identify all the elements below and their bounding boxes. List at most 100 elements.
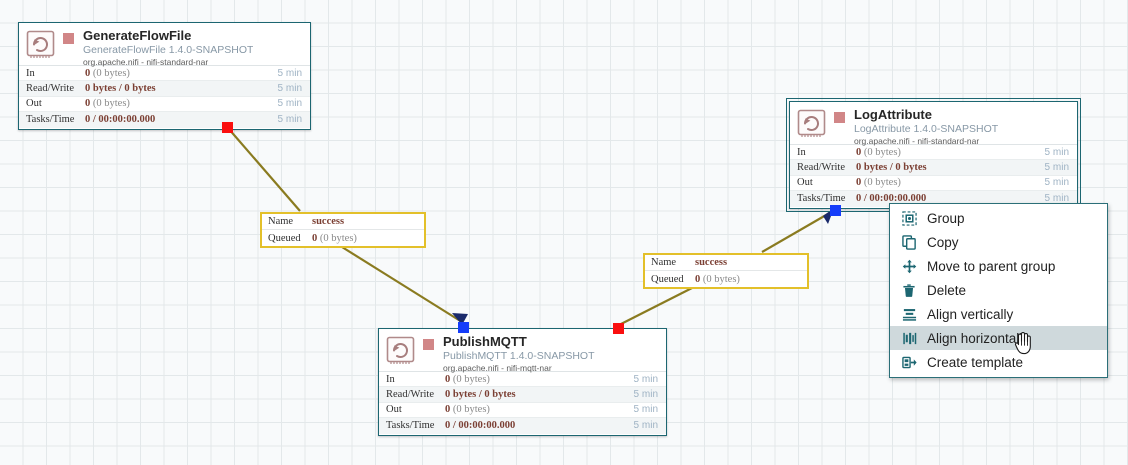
processor-publishmqtt[interactable]: PublishMQTT PublishMQTT 1.4.0-SNAPSHOT org… — [378, 328, 667, 436]
connection-queued-key: Queued — [268, 233, 312, 244]
menu-item-copy[interactable]: Copy — [890, 230, 1107, 254]
connection-queued-key: Queued — [651, 274, 695, 285]
stat-value: 0 bytes / 0 bytes — [85, 83, 264, 94]
ep-src-publishmqtt[interactable] — [613, 323, 624, 334]
stat-time-range: 5 min — [264, 98, 310, 109]
menu-item-label: Create template — [927, 355, 1023, 370]
processor-stat-row: Tasks/Time0 / 00:00:00.0005 min — [379, 418, 666, 433]
stat-label: In — [19, 68, 85, 79]
stat-value: 0 (0 bytes) — [856, 177, 1031, 188]
stat-value: 0 (0 bytes) — [85, 98, 264, 109]
connection-label-conn-2[interactable]: NamesuccessQueued0 (0 bytes) — [643, 253, 809, 289]
stat-time-range: 5 min — [1031, 177, 1077, 188]
processor-logattribute[interactable]: LogAttributeLogAttribute 1.4.0-SNAPSHOT o… — [789, 101, 1078, 209]
processor-bundle: org.apache.nifi - nifi-standard-nar — [854, 137, 998, 146]
processor-name: GenerateFlowFile — [83, 29, 253, 43]
processor-stat-row: In0 (0 bytes)5 min — [790, 145, 1077, 160]
menu-item-create-template[interactable]: Create template — [890, 350, 1107, 374]
align-vertical-icon — [900, 306, 918, 322]
processor-stat-row: Out0 (0 bytes)5 min — [790, 176, 1077, 191]
processor-bundle: org.apache.nifi - nifi-mqtt-nar — [443, 364, 595, 373]
processor-stat-row: In0 (0 bytes)5 min — [19, 66, 310, 81]
stat-label: Read/Write — [19, 83, 85, 94]
canvas-context-menu[interactable]: GroupCopyMove to parent groupDeleteAlign… — [889, 203, 1108, 378]
status-badge-stopped — [63, 33, 74, 44]
connection-queued-row: Queued0 (0 bytes) — [262, 230, 424, 246]
menu-item-label: Move to parent group — [927, 259, 1055, 274]
menu-item-label: Group — [927, 211, 965, 226]
stat-value: 0 (0 bytes) — [85, 68, 264, 79]
stat-label: Read/Write — [379, 389, 445, 400]
stat-time-range: 5 min — [264, 83, 310, 94]
stat-label: Read/Write — [790, 162, 856, 173]
processor-header: PublishMQTT PublishMQTT 1.4.0-SNAPSHOT org… — [379, 329, 666, 371]
processor-stat-row: In0 (0 bytes)5 min — [379, 372, 666, 387]
processor-name: PublishMQTT — [443, 335, 595, 349]
processor-type: LogAttribute 1.4.0-SNAPSHOT — [854, 124, 998, 135]
processor-stat-row: Read/Write0 bytes / 0 bytes5 min — [19, 81, 310, 96]
stat-label: In — [379, 374, 445, 385]
connection-name-value: success — [312, 216, 344, 227]
processor-stats: In0 (0 bytes)5 minRead/Write0 bytes / 0 … — [379, 371, 666, 434]
processor-name: LogAttribute — [854, 108, 998, 122]
stat-label: Tasks/Time — [19, 114, 85, 125]
stat-label: In — [790, 147, 856, 158]
connection-queued-value: 0 (0 bytes) — [695, 274, 740, 285]
group-icon — [900, 210, 918, 226]
stat-time-range: 5 min — [620, 374, 666, 385]
processor-stat-row: Out0 (0 bytes)5 min — [379, 403, 666, 418]
connection-queued-value: 0 (0 bytes) — [312, 233, 357, 244]
menu-item-group[interactable]: Group — [890, 206, 1107, 230]
menu-item-delete[interactable]: Delete — [890, 278, 1107, 302]
processor-header: GenerateFlowFileGenerateFlowFile 1.4.0-S… — [19, 23, 310, 65]
connection-label-conn-1[interactable]: NamesuccessQueued0 (0 bytes) — [260, 212, 426, 248]
stat-time-range: 5 min — [1031, 162, 1077, 173]
stat-value: 0 (0 bytes) — [445, 404, 620, 415]
align-horizontal-icon — [900, 330, 918, 346]
processor-generateflowfile[interactable]: GenerateFlowFileGenerateFlowFile 1.4.0-S… — [18, 22, 311, 130]
menu-item-label: Align vertically — [927, 307, 1013, 322]
status-badge-stopped — [834, 112, 845, 123]
move-arrows-icon — [900, 258, 918, 274]
connection-queued-row: Queued0 (0 bytes) — [645, 271, 807, 287]
stat-time-range: 5 min — [620, 420, 666, 431]
copy-icon — [900, 234, 918, 250]
stat-value: 0 / 00:00:00.000 — [85, 114, 264, 125]
processor-type: GenerateFlowFile 1.4.0-SNAPSHOT — [83, 45, 253, 56]
trash-icon — [900, 282, 918, 298]
ep-dst-publishmqtt[interactable] — [458, 322, 469, 333]
processor-cycle-icon — [26, 30, 55, 59]
processor-cycle-icon — [386, 336, 415, 365]
menu-item-label: Align horizontally — [927, 331, 1029, 346]
connection-name-value: success — [695, 257, 727, 268]
stat-time-range: 5 min — [1031, 147, 1077, 158]
connection-name-key: Name — [268, 216, 312, 227]
connection-name-row: Namesuccess — [262, 214, 424, 230]
stat-time-range: 5 min — [620, 404, 666, 415]
stat-time-range: 5 min — [264, 114, 310, 125]
menu-item-move-parent[interactable]: Move to parent group — [890, 254, 1107, 278]
stat-label: Out — [19, 98, 85, 109]
stat-time-range: 5 min — [620, 389, 666, 400]
menu-item-align-vertically[interactable]: Align vertically — [890, 302, 1107, 326]
processor-stat-row: Read/Write0 bytes / 0 bytes5 min — [790, 160, 1077, 175]
create-template-icon — [900, 354, 918, 370]
processor-type: PublishMQTT 1.4.0-SNAPSHOT — [443, 351, 595, 362]
status-badge-stopped — [423, 339, 434, 350]
ep-src-generateflowfile[interactable] — [222, 122, 233, 133]
ep-dst-logattribute[interactable] — [830, 205, 841, 216]
stat-label: Tasks/Time — [379, 420, 445, 431]
processor-cycle-icon — [797, 109, 826, 138]
menu-item-label: Delete — [927, 283, 966, 298]
stat-label: Out — [790, 177, 856, 188]
stat-label: Out — [379, 404, 445, 415]
processor-bundle: org.apache.nifi - nifi-standard-nar — [83, 58, 253, 67]
stat-value: 0 bytes / 0 bytes — [856, 162, 1031, 173]
processor-stat-row: Out0 (0 bytes)5 min — [19, 97, 310, 112]
processor-stat-row: Tasks/Time0 / 00:00:00.0005 min — [19, 112, 310, 127]
connection-name-row: Namesuccess — [645, 255, 807, 271]
menu-item-align-horizontally[interactable]: Align horizontally — [890, 326, 1107, 350]
processor-stats: In0 (0 bytes)5 minRead/Write0 bytes / 0 … — [790, 144, 1077, 207]
stat-value: 0 (0 bytes) — [856, 147, 1031, 158]
